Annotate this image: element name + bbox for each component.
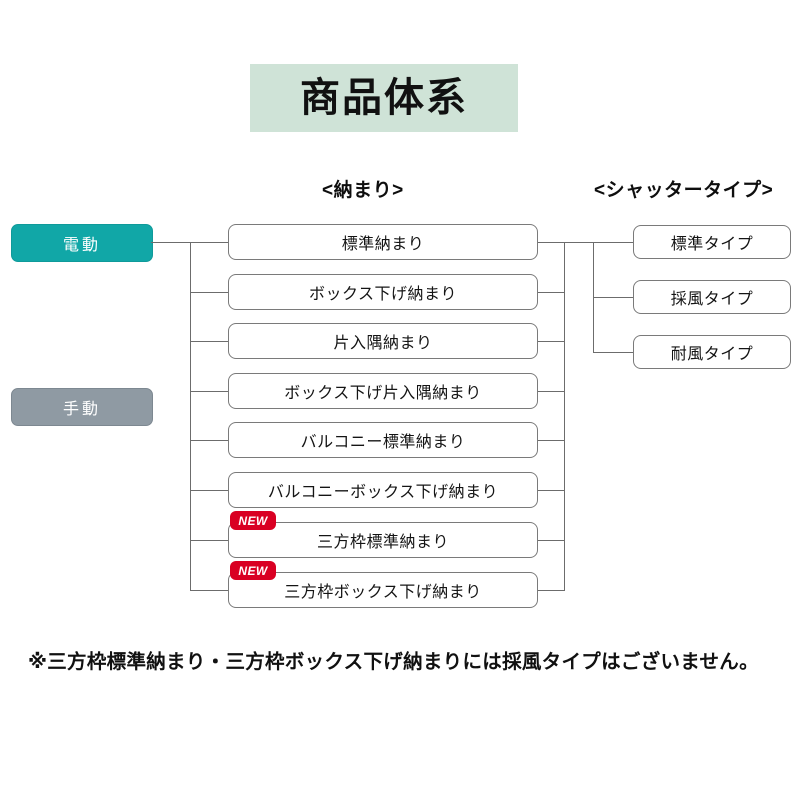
connector-right-trunk	[564, 242, 565, 591]
osamari-node-2-label: ボックス下げ納まり	[308, 286, 458, 303]
osamari-node-7-label: 三方枠標準納まり	[316, 534, 449, 551]
connector-bridge-to-shutter	[564, 242, 593, 243]
new-badge-osamari-7-label: NEW	[238, 513, 268, 528]
osamari-node-5-label: バルコニー標準納まり	[300, 434, 466, 451]
connector-branch-osamari-8	[190, 590, 228, 591]
connector-branch-osamari-2	[190, 292, 228, 293]
connector-out-osamari-6	[538, 490, 564, 491]
osamari-node-3-label: 片入隅納まり	[333, 335, 433, 352]
connector-branch-osamari-5	[190, 440, 228, 441]
connector-out-osamari-4	[538, 391, 564, 392]
shutter-node-3-label: 耐風タイプ	[670, 346, 754, 363]
osamari-node-4-label: ボックス下げ片入隅納まり	[284, 385, 482, 402]
connector-branch-osamari-3	[190, 341, 228, 342]
new-badge-osamari-8: NEW	[230, 561, 276, 580]
connector-branch-osamari-1	[190, 242, 228, 243]
osamari-node-7[interactable]: 三方枠標準納まり	[228, 522, 538, 558]
new-badge-osamari-8-label: NEW	[238, 563, 268, 578]
shutter-node-2-label: 採風タイプ	[670, 291, 754, 308]
osamari-node-8-label: 三方枠ボックス下げ納まり	[284, 584, 482, 601]
connector-branch-shutter-2	[593, 297, 633, 298]
connector-out-osamari-8	[538, 590, 564, 591]
connector-branch-osamari-7	[190, 540, 228, 541]
shutter-node-1[interactable]: 標準タイプ	[633, 225, 791, 259]
shutter-node-3[interactable]: 耐風タイプ	[633, 335, 791, 369]
footnote-text: ※三方枠標準納まり・三方枠ボックス下げ納まりには採風タイプはございません。	[28, 651, 759, 673]
osamari-node-8[interactable]: 三方枠ボックス下げ納まり	[228, 572, 538, 608]
connector-out-osamari-1	[538, 242, 564, 243]
osamari-node-1[interactable]: 標準納まり	[228, 224, 538, 260]
mode-button-electric[interactable]: 電動	[11, 224, 153, 262]
column-header-osamari: <納まり>	[322, 180, 404, 201]
column-header-shutter-type: <シャッタータイプ>	[594, 180, 774, 201]
shutter-node-2[interactable]: 採風タイプ	[633, 280, 791, 314]
osamari-node-6-label: バルコニーボックス下げ納まり	[267, 484, 499, 501]
connector-out-osamari-5	[538, 440, 564, 441]
osamari-node-6[interactable]: バルコニーボックス下げ納まり	[228, 472, 538, 508]
mode-button-electric-label: 電動	[62, 237, 101, 254]
page-title-banner: 商品体系	[250, 64, 518, 132]
connector-left-trunk	[190, 242, 191, 591]
connector-branch-shutter-1	[593, 242, 633, 243]
connector-out-osamari-2	[538, 292, 564, 293]
osamari-node-5[interactable]: バルコニー標準納まり	[228, 422, 538, 458]
mode-button-manual-label: 手動	[62, 401, 101, 418]
connector-branch-osamari-4	[190, 391, 228, 392]
page-title: 商品体系	[300, 76, 468, 120]
osamari-node-3[interactable]: 片入隅納まり	[228, 323, 538, 359]
connector-branch-osamari-6	[190, 490, 228, 491]
osamari-node-2[interactable]: ボックス下げ納まり	[228, 274, 538, 310]
connector-out-osamari-7	[538, 540, 564, 541]
connector-electric-stub	[151, 242, 190, 243]
osamari-node-4[interactable]: ボックス下げ片入隅納まり	[228, 373, 538, 409]
mode-button-manual[interactable]: 手動	[11, 388, 153, 426]
connector-out-osamari-3	[538, 341, 564, 342]
osamari-node-1-label: 標準納まり	[341, 236, 425, 253]
new-badge-osamari-7: NEW	[230, 511, 276, 530]
connector-branch-shutter-3	[593, 352, 633, 353]
shutter-node-1-label: 標準タイプ	[670, 236, 754, 253]
